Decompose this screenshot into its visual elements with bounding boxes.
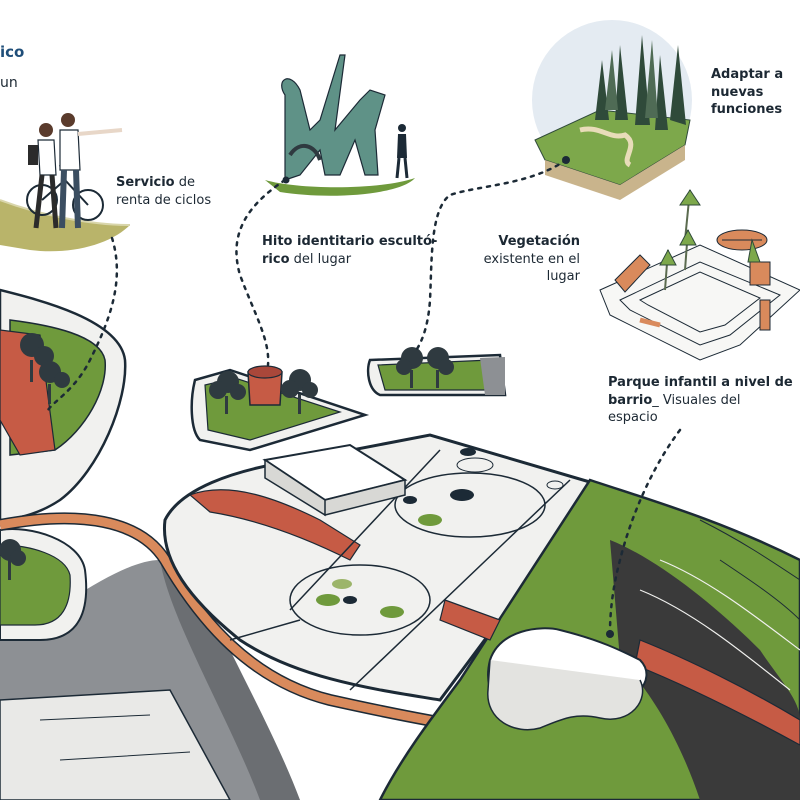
plaza-brick-band xyxy=(188,489,361,561)
playground-label: Parque infantil a nivel de barrio_ Visua… xyxy=(608,374,793,427)
marker-dot xyxy=(606,630,614,638)
plaza-circle-2 xyxy=(289,564,431,636)
hito-bold2: rico xyxy=(262,251,290,267)
tree-icon xyxy=(281,369,318,414)
vegetation-bold: Vegetación xyxy=(498,234,580,249)
cyclists-illustration xyxy=(0,113,131,252)
bike-rental-bold: Servicio xyxy=(116,175,175,190)
park-line3: espacio xyxy=(608,410,658,426)
tree-icon xyxy=(20,333,54,382)
right-brick-band xyxy=(634,639,800,746)
bike-rental-label: Servicio de renta de ciclos xyxy=(116,174,211,209)
vegetation-line2: existente en el xyxy=(483,251,580,267)
park-bold1: Parque infantil a nivel de xyxy=(608,375,793,390)
top-left-subtitle: un xyxy=(0,75,18,92)
park-rest: _ Visuales del xyxy=(652,392,741,408)
pavement-bottom-left xyxy=(0,689,231,800)
vegetation-label: Vegetación existente en el lugar xyxy=(470,233,580,286)
bike-rental-line2: renta de ciclos xyxy=(116,192,212,208)
leader-lines xyxy=(46,158,682,634)
adapt-line1: Adaptar a xyxy=(711,67,784,82)
adapt-line3: funciones xyxy=(711,102,783,118)
bike-rental-rest: de xyxy=(174,175,196,190)
vegetation-line3: lugar xyxy=(546,269,580,285)
sculpture-illustration xyxy=(265,54,415,196)
park-bold2: barrio xyxy=(608,392,653,408)
hito-rest: del lugar xyxy=(289,251,352,267)
adapt-line2: nuevas xyxy=(711,84,764,100)
tree-icon xyxy=(396,347,423,388)
marker-dot xyxy=(282,176,290,184)
top-left-label: ico un xyxy=(0,42,24,93)
marker-dot xyxy=(562,156,570,164)
road-dark-strip xyxy=(160,560,300,800)
forest-illustration xyxy=(532,20,692,200)
hito-bold1: Hito identitario escultó- xyxy=(262,234,438,249)
tree-icon xyxy=(39,361,70,404)
playground-illustration xyxy=(599,189,800,361)
tree-icon xyxy=(209,371,246,414)
tree-icon xyxy=(427,347,454,388)
adapt-functions-label: Adaptar a nuevas funciones xyxy=(711,66,783,119)
plaza-circle-1 xyxy=(394,472,546,538)
sculpture-landmark-label: Hito identitario escultó- rico del lugar xyxy=(262,233,437,268)
top-left-title: ico xyxy=(0,43,25,61)
tree-icon xyxy=(0,539,26,580)
